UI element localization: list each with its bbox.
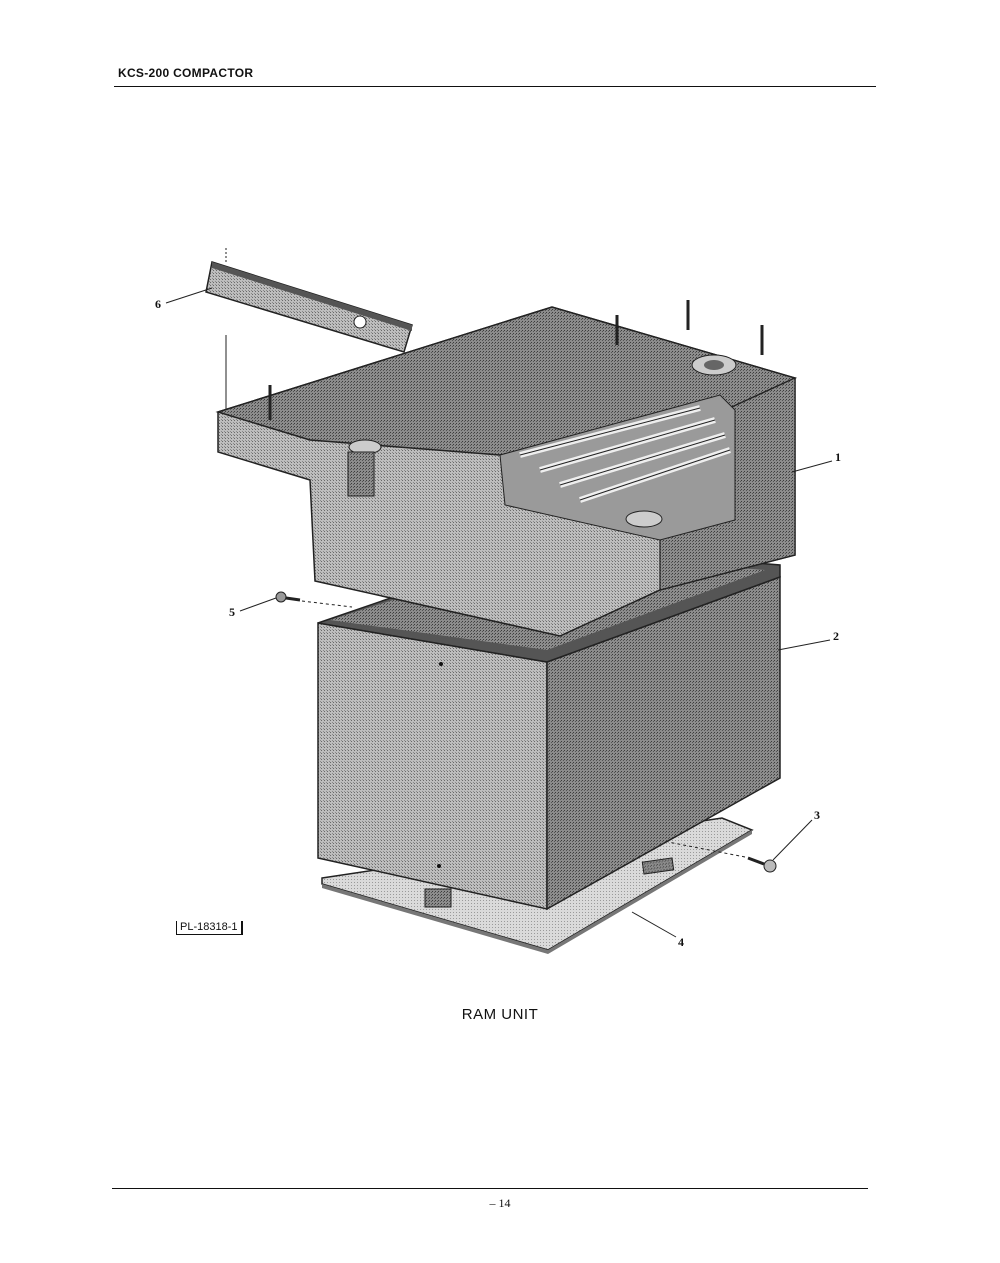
leader-lines [165, 287, 833, 938]
callout-4: 4 [678, 935, 684, 949]
callout-5: 5 [229, 605, 235, 619]
callout-3: 3 [814, 808, 820, 822]
top-bracket [205, 248, 413, 410]
callout-2: 2 [833, 629, 839, 643]
screw-item-3 [667, 841, 777, 873]
figure-caption: RAM UNIT [461, 1006, 539, 1023]
callout-6: 6 [155, 297, 161, 311]
header-rule [114, 86, 876, 87]
screw-item-5 [275, 591, 353, 608]
footer-rule [112, 1188, 868, 1189]
plate-reference: PL-18318-1 [176, 921, 243, 935]
callout-1: 1 [835, 450, 841, 464]
ram-frame [215, 300, 798, 637]
page-header-title: KCS-200 COMPACTOR [118, 66, 254, 80]
page-number: – 14 [489, 1196, 511, 1210]
